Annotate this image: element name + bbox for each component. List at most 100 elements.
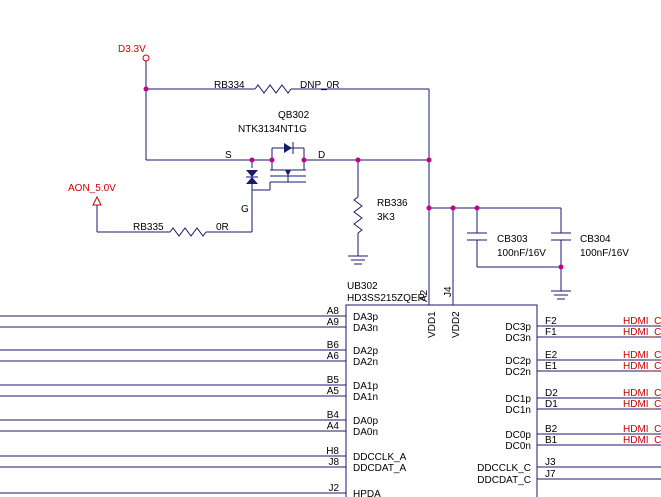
cb304-value: 100nF/16V <box>580 248 629 259</box>
pin-name: DA2n <box>353 357 378 368</box>
pin-number: A6 <box>327 351 340 362</box>
rb335: RB335 0R <box>97 222 252 237</box>
junction-dots <box>143 86 564 270</box>
pin-number: J3 <box>545 457 556 468</box>
vdd2-pin-name: VDD2 <box>451 311 462 338</box>
qb302-source-label: S <box>225 150 232 161</box>
pin-name: DA2p <box>353 346 378 357</box>
net-label: HDMI_C <box>623 424 661 435</box>
pin-number: A9 <box>327 317 340 328</box>
ub302-ref: UB302 <box>347 281 378 292</box>
ub302-ic: UB302 HD3SS215ZQER A2 J4 VDD1 VDD2 A8DA3… <box>0 281 661 497</box>
pin-name: HPDA <box>353 489 381 497</box>
pin-number: B4 <box>327 410 340 421</box>
pin-number: F1 <box>545 327 557 338</box>
pin-name: DA1p <box>353 381 378 392</box>
qb302-ref: QB302 <box>278 110 310 121</box>
pin-number: A4 <box>327 421 340 432</box>
rb335-value: 0R <box>216 222 229 233</box>
pin-number: B2 <box>545 424 558 435</box>
cb303-ref: CB303 <box>497 234 528 245</box>
ground-symbol <box>551 290 571 300</box>
pin-number: B6 <box>327 340 340 351</box>
pin-name: DC1n <box>505 405 531 416</box>
pin-name: DDCCLK_C <box>477 463 531 474</box>
pin-name: DC2p <box>505 356 531 367</box>
rb335-ref: RB335 <box>133 222 164 233</box>
rb334-value: DNP_0R <box>300 80 339 91</box>
qb302-drain-label: D <box>318 150 325 161</box>
power-label-aon: AON_5.0V <box>68 183 116 194</box>
pin-name: DDCDAT_A <box>353 463 406 474</box>
ub302-part: HD3SS215ZQER <box>347 293 425 304</box>
pin-name: DC2n <box>505 367 531 378</box>
pin-name: DC3n <box>505 333 531 344</box>
net-label: HDMI_C <box>623 399 661 410</box>
pin-name: DC0n <box>505 441 531 452</box>
pin-name: DC1p <box>505 394 531 405</box>
net-label: HDMI_C <box>623 316 661 327</box>
pin-number: E2 <box>545 350 558 361</box>
pin-number: J2 <box>328 483 339 494</box>
rb336-ref: RB336 <box>377 198 408 209</box>
pin-name: DA0p <box>353 416 378 427</box>
pin-number: F2 <box>545 316 557 327</box>
pin-number: E1 <box>545 361 558 372</box>
net-label: HDMI_C <box>623 361 661 372</box>
pin-number: D2 <box>545 388 558 399</box>
pin-name: DA1n <box>353 392 378 403</box>
left-pins: A8DA3pA9DA3nB6DA2pA6DA2nB5DA1pA5DA1nB4DA… <box>0 306 407 497</box>
rb334-ref: RB334 <box>214 80 245 91</box>
right-pins: F2DC3pHDMI_CF1DC3nHDMI_CE2DC2pHDMI_CE1DC… <box>477 316 661 486</box>
pin-name: DDCDAT_C <box>477 475 531 486</box>
vdd1-pin-name: VDD1 <box>427 311 438 338</box>
pin-number: B5 <box>327 375 340 386</box>
pin-name: DDCCLK_A <box>353 452 407 463</box>
pin-number: H8 <box>326 446 339 457</box>
power-label-d33: D3.3V <box>118 44 146 55</box>
pin-number: D1 <box>545 399 558 410</box>
rb336-value: 3K3 <box>377 212 395 223</box>
power-port-d33: D3.3V <box>118 44 150 89</box>
cb304-ref: CB304 <box>580 234 611 245</box>
pin-name: DA0n <box>353 427 378 438</box>
pin-number: B1 <box>545 435 558 446</box>
net-label: HDMI_C <box>623 350 661 361</box>
vdd2-pin-num: J4 <box>443 286 454 297</box>
qb302-gate-label: G <box>241 204 249 215</box>
pin-number: A5 <box>327 386 340 397</box>
rb336: RB336 3K3 <box>348 160 408 265</box>
qb302-part: NTK3134NT1G <box>238 124 307 135</box>
pin-number: J7 <box>545 469 556 480</box>
pin-name: DA3n <box>353 323 378 334</box>
qb302-mosfet: QB302 NTK3134NT1G S D G <box>225 110 429 232</box>
pin-name: DA3p <box>353 312 378 323</box>
rb334: RB334 DNP_0R <box>146 80 430 160</box>
cb303: CB303 100nF/16V <box>467 208 546 267</box>
pin-name: DC3p <box>505 322 531 333</box>
cb304: CB304 100nF/16V <box>551 208 629 291</box>
pin-number: J8 <box>328 457 339 468</box>
pin-number: A8 <box>327 306 340 317</box>
cb303-value: 100nF/16V <box>497 248 546 259</box>
pin-name: DC0p <box>505 430 531 441</box>
